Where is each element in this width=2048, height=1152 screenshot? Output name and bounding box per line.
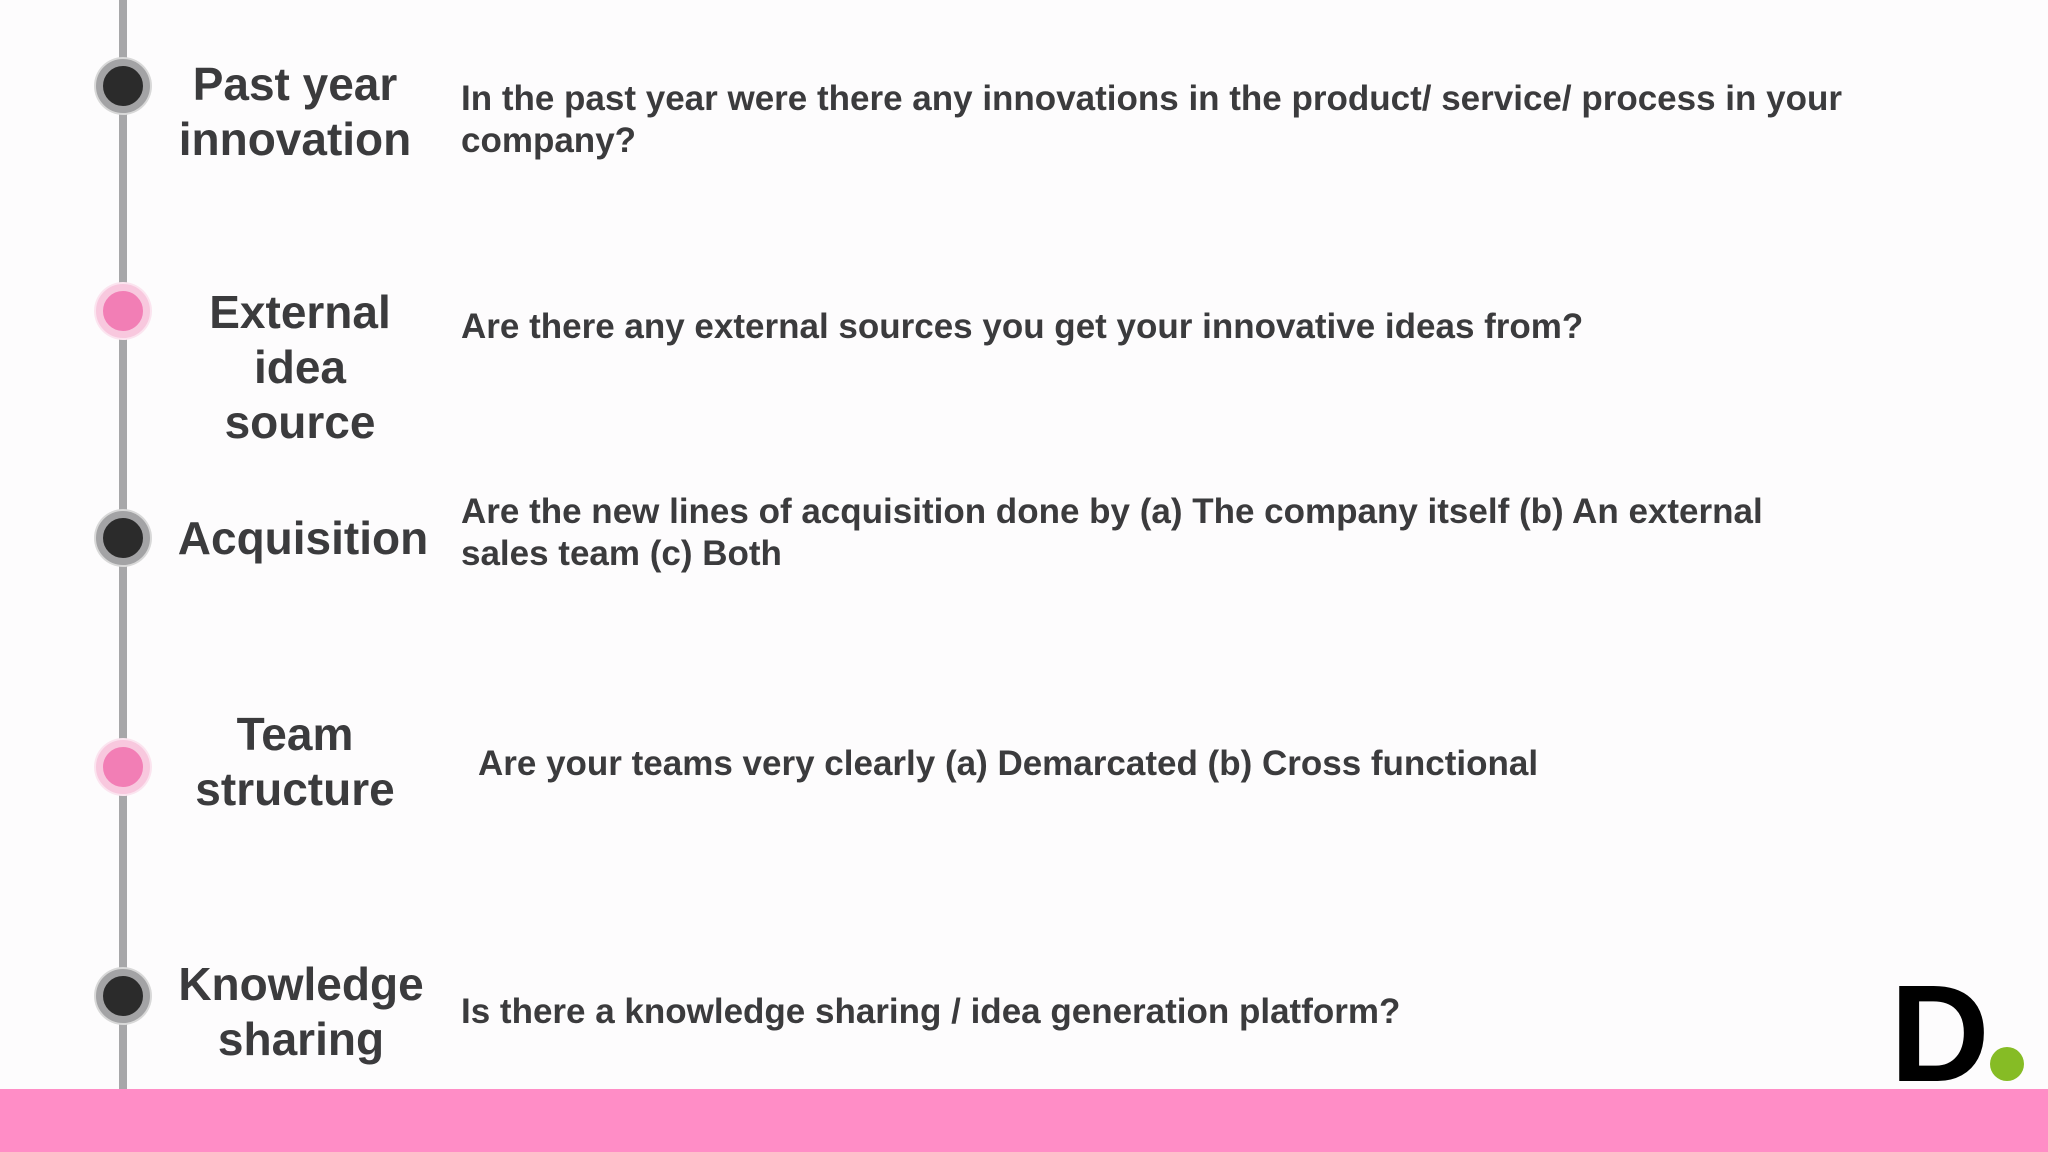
question-past-year-innovation: In the past year were there any innovati… (461, 79, 1842, 160)
question-team-structure: Are your teams very clearly (a) Demarcat… (478, 744, 1539, 783)
brand-logo: D (1890, 965, 2024, 1103)
question-knowledge-sharing: Is there a knowledge sharing / idea gene… (461, 992, 1401, 1031)
label-external-idea-source: External idea source (209, 286, 391, 448)
logo-dot-icon (1990, 1047, 2024, 1081)
timeline-marker-external-idea-source (96, 284, 150, 338)
question-external-idea-source: Are there any external sources you get y… (461, 307, 1584, 346)
bottom-accent-bar (0, 1089, 2048, 1152)
label-knowledge-sharing: Knowledge sharing (178, 958, 424, 1065)
label-acquisition: Acquisition (177, 512, 429, 564)
label-past-year-innovation: Past year innovation (178, 58, 412, 165)
logo-letter: D (1890, 957, 1990, 1111)
timeline-marker-team-structure (96, 740, 150, 794)
timeline-marker-past-year-innovation (96, 59, 150, 113)
label-team-structure: Team structure (195, 708, 395, 815)
question-acquisition: Are the new lines of acquisition done by… (461, 492, 1763, 573)
timeline-marker-knowledge-sharing (96, 969, 150, 1023)
timeline-marker-acquisition (96, 511, 150, 565)
